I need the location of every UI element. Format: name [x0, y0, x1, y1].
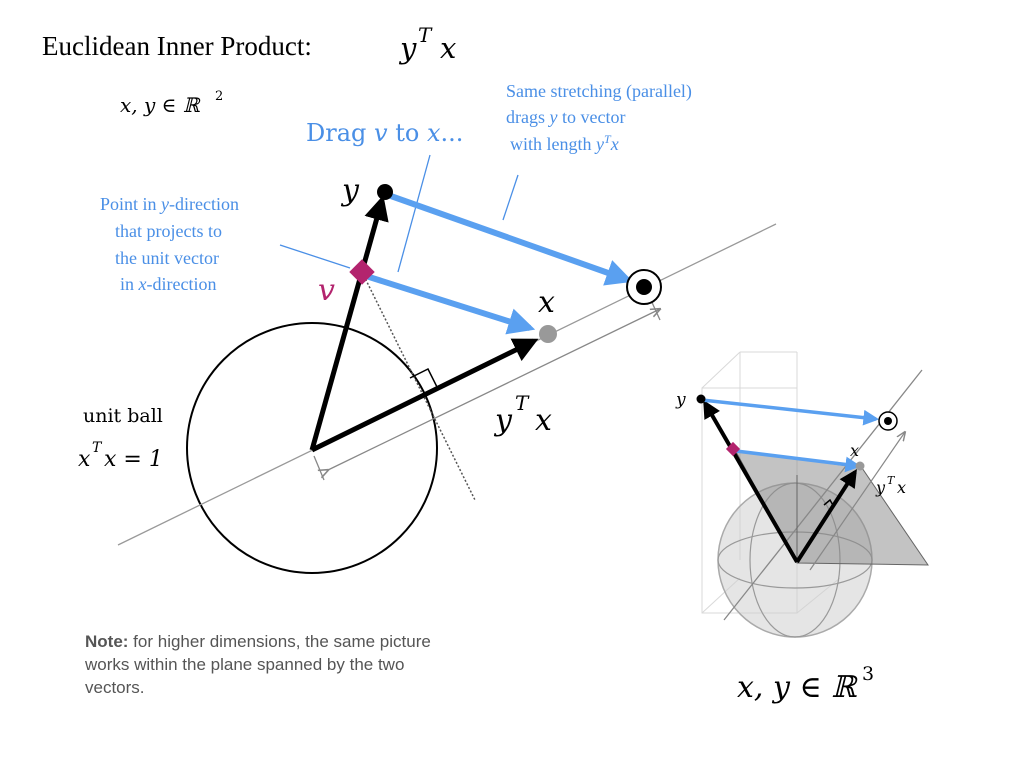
domain-r2-label: x, y ∈ ℝ 2 — [120, 89, 223, 117]
length-tick-start — [313, 455, 325, 481]
svg-text:x, y ∈ ℝ: x, y ∈ ℝ — [737, 670, 858, 705]
svg-text:the unit vector: the unit vector — [115, 248, 219, 268]
label-ytx: y T x — [493, 391, 552, 438]
drag-label-pointer — [397, 154, 431, 273]
point-note-pointer — [279, 244, 351, 269]
svg-text:2: 2 — [215, 89, 223, 104]
svg-text:Point in y-direction: Point in y-direction — [100, 194, 239, 214]
title-formula: y T x — [398, 23, 456, 65]
svg-text:T: T — [515, 391, 530, 415]
svg-text:T: T — [418, 23, 433, 47]
svg-text:x: x — [78, 447, 91, 472]
label-y: y — [340, 173, 360, 208]
label-xtx-equals-1: x T x = 1 — [78, 440, 163, 472]
note-bold-label: Note: — [85, 632, 129, 651]
right-angle-mark — [409, 367, 438, 388]
svg-text:x: x — [897, 478, 906, 497]
svg-text:y: y — [875, 478, 886, 497]
svg-text:Same stretching (parallel): Same stretching (parallel) — [506, 81, 692, 102]
svg-text:y: y — [675, 390, 686, 410]
blue-arrow-y-to-target — [386, 192, 634, 286]
label-x: x — [538, 285, 555, 320]
svg-text:3: 3 — [862, 663, 874, 685]
svg-text:y: y — [493, 403, 513, 438]
point-v-handle[interactable] — [349, 259, 375, 285]
svg-text:with length yTx: with length yTx — [510, 132, 619, 154]
vector-x-arrow — [310, 338, 539, 453]
inset-3d: y x y T x — [675, 351, 929, 638]
svg-text:T: T — [887, 474, 896, 487]
svg-text:x: x — [440, 31, 456, 65]
label-v: v — [318, 273, 335, 308]
svg-text:that projects to: that projects to — [115, 221, 222, 241]
same-stretching-note: Same stretching (parallel) drags y to ve… — [506, 81, 692, 154]
note-text: for higher dimensions, the same picture … — [85, 632, 431, 697]
svg-text:y: y — [398, 31, 417, 65]
page-title: Euclidean Inner Product: — [42, 31, 312, 61]
length-measure-arrow — [328, 309, 660, 470]
drag-v-to-x-label: Drag v to x... — [306, 119, 463, 147]
blue-arrow-v-to-x — [365, 273, 536, 335]
higher-dimensions-note: Note: for higher dimensions, the same pi… — [85, 630, 445, 699]
point-y — [377, 184, 393, 200]
svg-text:drags y to vector: drags y to vector — [506, 107, 625, 127]
domain-r3-label: x, y ∈ ℝ 3 — [737, 663, 874, 705]
vector-y-arrow — [309, 195, 389, 451]
svg-text:T: T — [92, 440, 103, 456]
svg-text:in x-direction: in x-direction — [120, 274, 217, 294]
svg-text:x = 1: x = 1 — [104, 447, 163, 472]
svg-text:x: x — [535, 403, 552, 438]
svg-text:x, y ∈ ℝ: x, y ∈ ℝ — [120, 93, 201, 117]
point-x — [539, 325, 557, 343]
svg-text:x: x — [850, 441, 859, 460]
label-unit-ball: unit ball — [83, 405, 163, 427]
point-target — [626, 269, 662, 305]
same-stretching-pointer — [502, 174, 519, 221]
point-in-y-note: Point in y-direction that projects to th… — [100, 194, 239, 294]
